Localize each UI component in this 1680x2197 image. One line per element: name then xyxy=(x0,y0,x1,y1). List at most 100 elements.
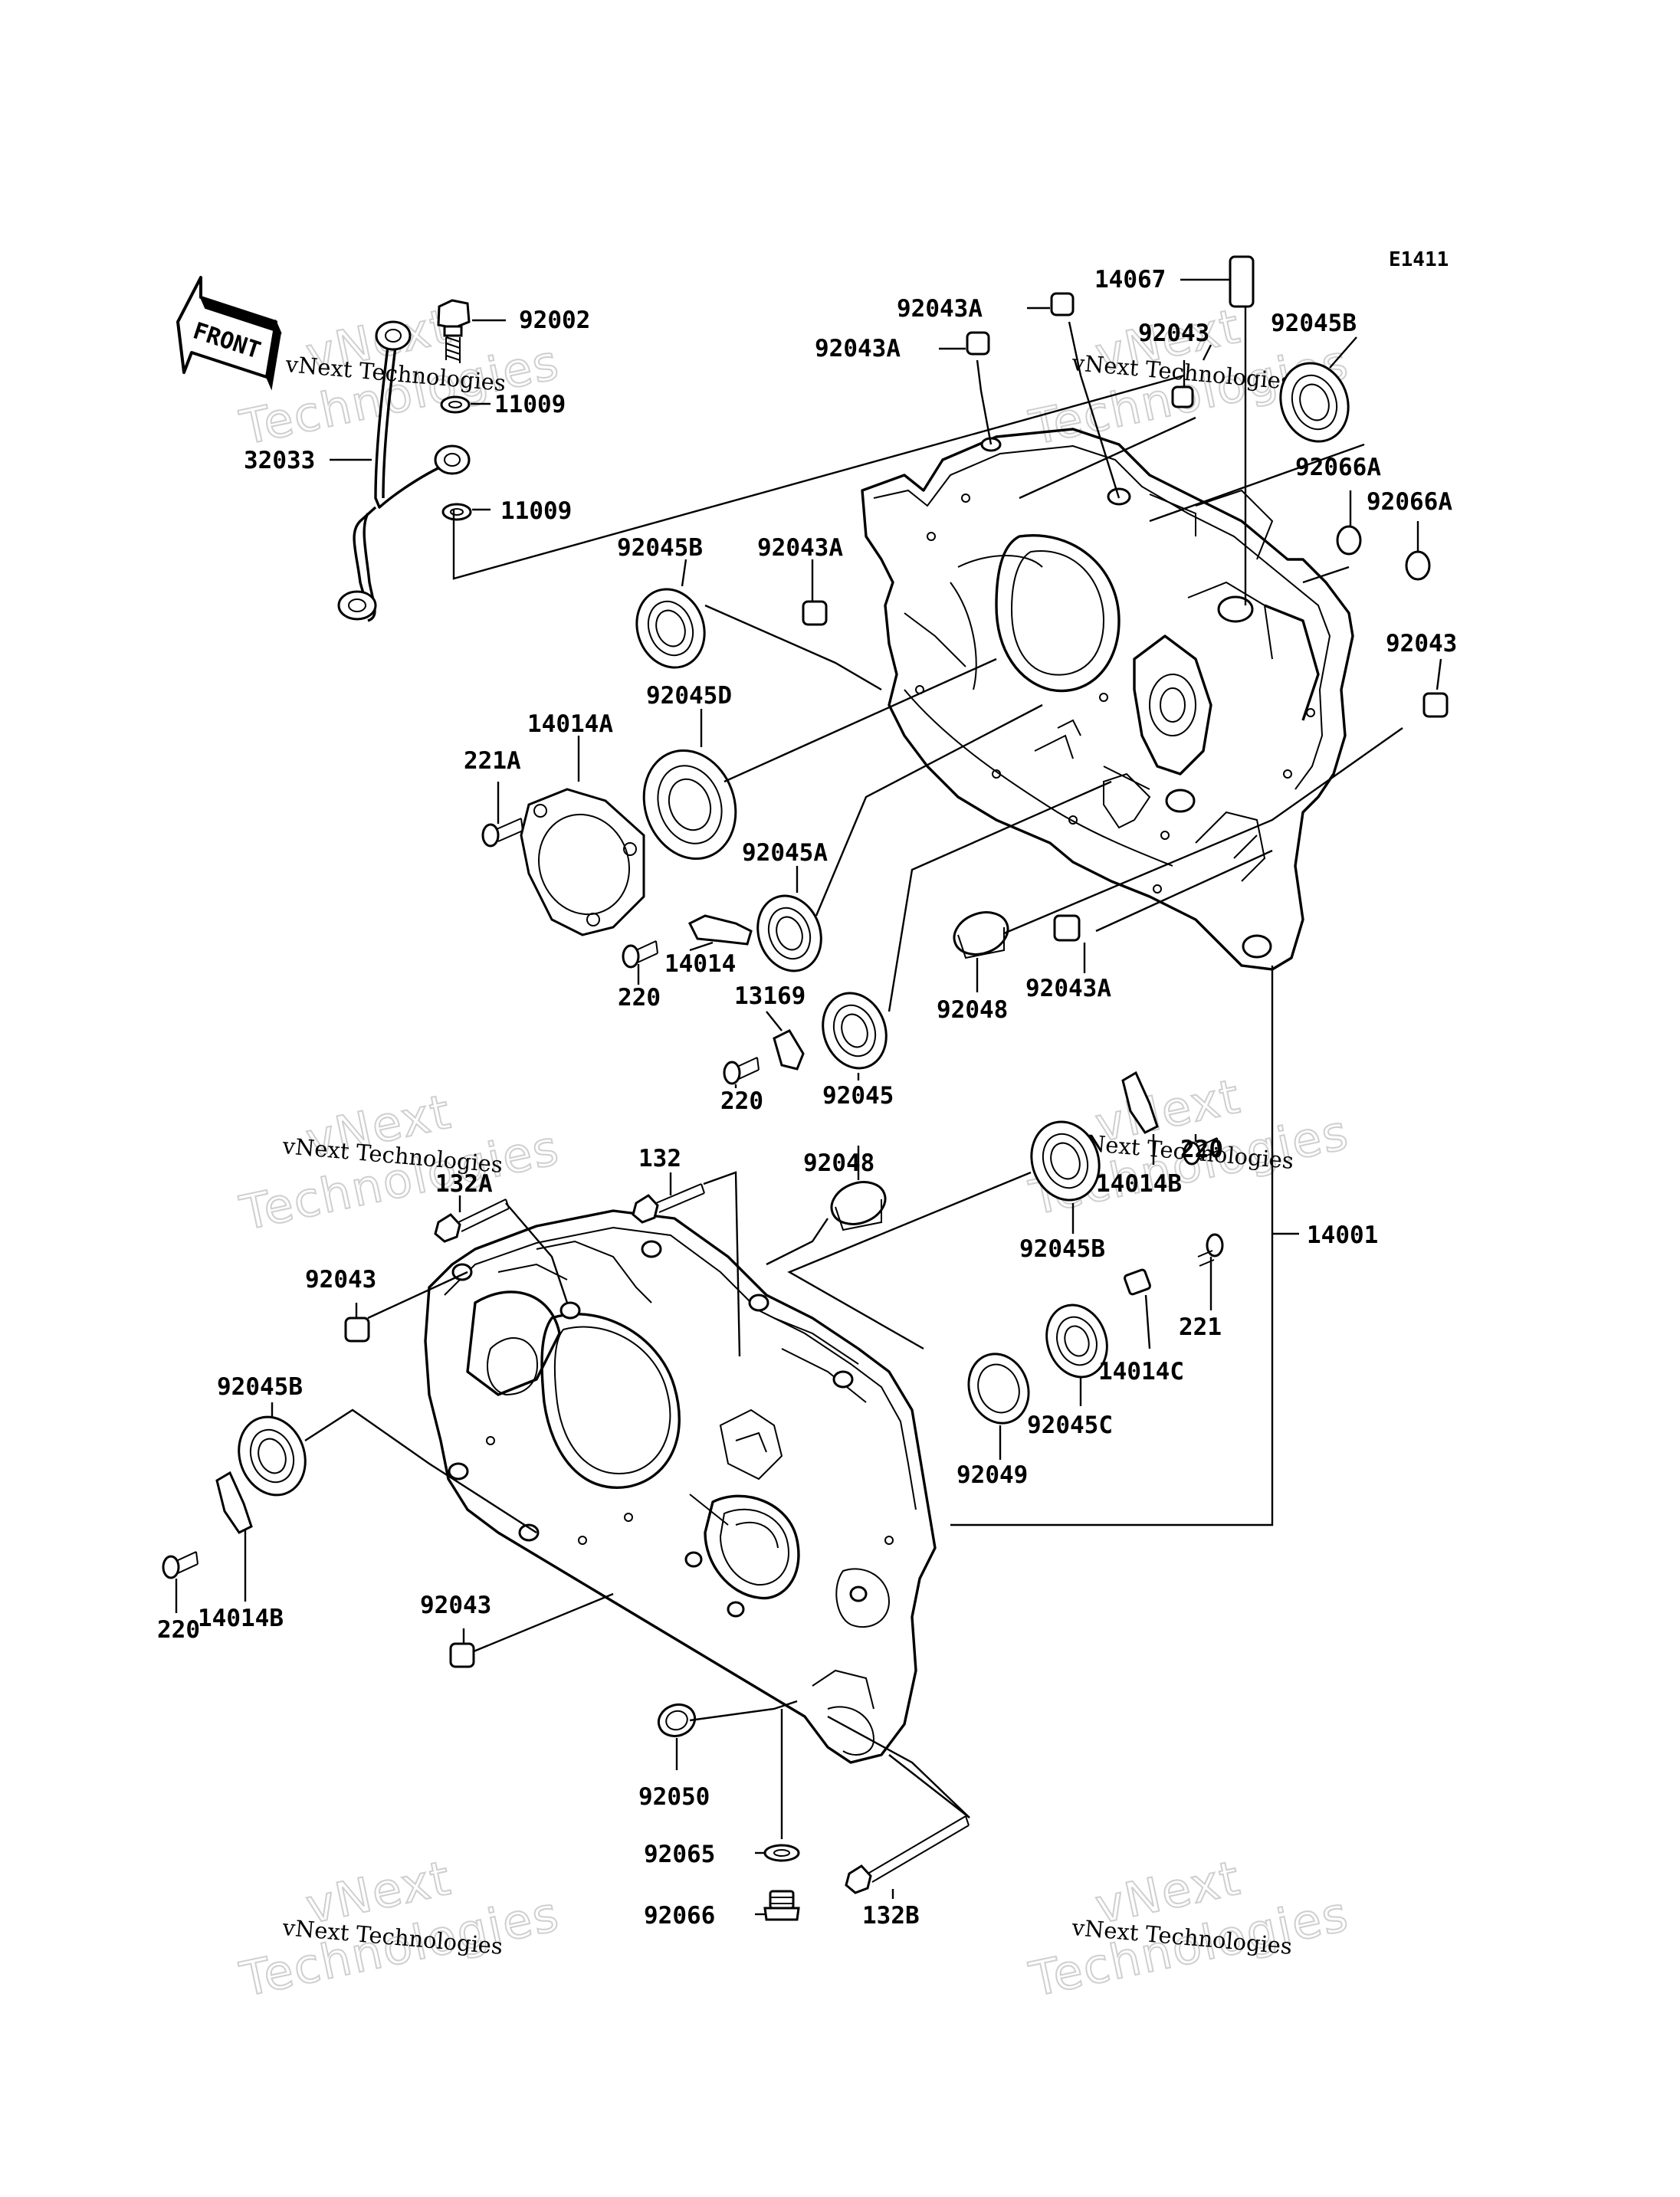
screw-221 xyxy=(1197,1233,1224,1267)
label-92045: 92045 xyxy=(822,1082,894,1110)
label-14067: 14067 xyxy=(1094,266,1166,293)
label-92066A-1: 92066A xyxy=(1295,454,1381,481)
label-92065: 92065 xyxy=(644,1841,715,1868)
label-92043A-top1: 92043A xyxy=(897,295,983,323)
oil-seal-92048-mid xyxy=(830,1181,887,1231)
label-92045B-left: 92045B xyxy=(617,534,703,562)
plate-14014B-right xyxy=(1121,1071,1159,1134)
bearing-92045D xyxy=(642,749,737,861)
oil-seal-92049 xyxy=(967,1353,1030,1425)
label-11009-b: 11009 xyxy=(500,497,572,525)
oil-seal-92048-top xyxy=(953,911,1009,959)
screw-220-d xyxy=(162,1551,199,1579)
oil-pipe xyxy=(337,320,471,622)
bearing-92045B-top xyxy=(1279,362,1350,443)
bolt-132 xyxy=(632,1183,705,1224)
diagram-code: E1411 xyxy=(1389,248,1449,271)
label-32033: 32033 xyxy=(244,447,315,474)
label-14001: 14001 xyxy=(1307,1221,1378,1249)
label-14014B-left: 14014B xyxy=(198,1605,284,1632)
label-92045B-lower: 92045B xyxy=(217,1373,303,1401)
dowel-92043-left xyxy=(344,1317,370,1343)
dowel-92043-lower xyxy=(449,1642,475,1668)
label-92043A-low: 92043A xyxy=(1025,975,1111,1002)
screw-220-a xyxy=(622,940,658,969)
label-92050: 92050 xyxy=(638,1783,710,1811)
label-92049: 92049 xyxy=(956,1461,1028,1489)
label-221: 221 xyxy=(1179,1313,1222,1341)
washer-11009-a xyxy=(440,395,471,414)
label-14014A: 14014A xyxy=(527,710,613,738)
label-92048-mid: 92048 xyxy=(803,1149,874,1177)
label-14014: 14014 xyxy=(664,950,736,978)
label-92045A: 92045A xyxy=(742,839,828,867)
label-92043-left: 92043 xyxy=(305,1266,376,1294)
watermark-top-left: vNext Technologies vNext Technologies xyxy=(235,297,565,457)
screw-220-b xyxy=(723,1057,760,1085)
label-92043-top: 92043 xyxy=(1138,320,1209,347)
bolt-132A xyxy=(434,1199,510,1243)
crankcase-left-half xyxy=(424,1209,937,1764)
label-92045D: 92045D xyxy=(646,682,732,710)
front-arrow-icon: FRONT xyxy=(176,276,282,391)
washer-92065 xyxy=(763,1844,800,1862)
label-92043A-top2: 92043A xyxy=(815,335,901,362)
bearing-92045B-mid xyxy=(1030,1120,1101,1202)
gasket-14014A xyxy=(520,788,645,936)
plate-14014B-left xyxy=(215,1471,253,1534)
dowel-92043-top xyxy=(1171,385,1194,408)
label-220-a: 220 xyxy=(618,984,661,1012)
watermark-bottom-right: vNext Technologies vNext Technologies xyxy=(1024,1849,1354,2008)
bolt-132B xyxy=(845,1815,970,1894)
label-220-b: 220 xyxy=(720,1087,763,1115)
label-220-c: 220 xyxy=(1180,1136,1223,1163)
label-220-d: 220 xyxy=(157,1616,200,1644)
bearing-92045A xyxy=(756,894,822,972)
plate-13169 xyxy=(773,1029,805,1071)
dowel-92043A-mid xyxy=(802,600,828,626)
label-92045C: 92045C xyxy=(1027,1412,1113,1439)
ring-92066A-2 xyxy=(1405,550,1431,581)
label-132B: 132B xyxy=(862,1902,920,1930)
bearing-92045B-left xyxy=(635,588,706,669)
label-92043-lower: 92043 xyxy=(420,1592,491,1619)
label-13169: 13169 xyxy=(734,982,806,1010)
label-92045B-top: 92045B xyxy=(1271,310,1357,337)
label-132A: 132A xyxy=(435,1170,493,1198)
label-92048-top: 92048 xyxy=(937,996,1008,1024)
screw-221A xyxy=(481,818,523,848)
watermark-bottom-left: vNext Technologies vNext Technologies xyxy=(235,1849,565,2008)
label-92066A-2: 92066A xyxy=(1367,488,1452,516)
drain-plug-92066 xyxy=(763,1890,800,1921)
bearing-92045C xyxy=(1045,1303,1108,1379)
label-92066: 92066 xyxy=(644,1902,715,1930)
screw-220-c xyxy=(1183,1137,1219,1166)
collar-14067 xyxy=(1229,255,1255,308)
label-132: 132 xyxy=(638,1145,681,1172)
watermark-mid-left: vNext Technologies vNext Technologies xyxy=(235,1083,565,1242)
nut-14014C xyxy=(1124,1268,1151,1296)
label-14014B-right: 14014B xyxy=(1096,1170,1182,1198)
oil-seal-92050 xyxy=(657,1703,697,1738)
bearing-92045 xyxy=(822,992,888,1070)
bearing-92045B-lower xyxy=(238,1415,307,1497)
dowel-92043A-low xyxy=(1053,914,1081,942)
dowel-92043A-top1 xyxy=(1050,292,1075,316)
label-11009-a: 11009 xyxy=(494,391,566,418)
bolt-92002 xyxy=(437,299,471,363)
label-14014C: 14014C xyxy=(1098,1358,1184,1385)
label-221A: 221A xyxy=(464,747,521,775)
label-92043A-mid: 92043A xyxy=(757,534,843,562)
label-92045B-mid: 92045B xyxy=(1019,1235,1105,1263)
crankcase-right-half xyxy=(861,428,1354,971)
washer-11009-b xyxy=(441,503,472,521)
leader-lines xyxy=(175,278,1442,1916)
dowel-92043-right xyxy=(1422,692,1449,718)
ring-92066A-1 xyxy=(1336,525,1362,556)
label-92043-right: 92043 xyxy=(1386,630,1457,657)
label-92002: 92002 xyxy=(519,307,590,334)
part-labels: 92002 11009 11009 32033 92043A 92043A 14… xyxy=(157,266,1457,1930)
plate-14014 xyxy=(687,914,753,946)
dowel-92043A-top2 xyxy=(966,331,990,356)
